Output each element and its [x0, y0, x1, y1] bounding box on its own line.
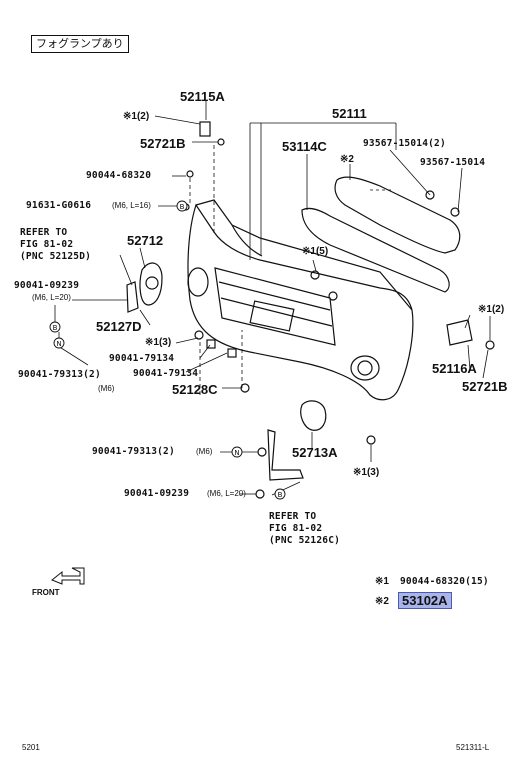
- fog-cover-right: [300, 400, 327, 431]
- legend-m2-value[interactable]: 53102A: [398, 592, 452, 609]
- part-90041-79313-size: (M6): [98, 384, 115, 393]
- part-90041-79134-a: 90041-79134: [109, 353, 175, 364]
- marker-1-3-bottom: ※1(3): [353, 467, 380, 478]
- marker-2-top: ※2: [340, 154, 354, 165]
- part-93567-15014-2: 93567-15014(2): [363, 138, 446, 149]
- svg-text:B: B: [53, 324, 58, 332]
- lower-grille: [301, 207, 450, 293]
- svg-text:B: B: [180, 203, 185, 211]
- part-90041-79313-2: 90041-79313(2): [18, 369, 101, 380]
- part-52721B-top: 52721B: [140, 136, 186, 151]
- part-90041-79134-b: 90041-79134: [133, 368, 199, 379]
- part-90041-79313-2-lower: 90041-79313(2): [92, 446, 175, 457]
- footer-right: 521311-L: [456, 743, 490, 752]
- legend-m1-key: ※1: [375, 576, 389, 587]
- marker-1-5: ※1(5): [302, 246, 329, 257]
- part-53114C: 53114C: [282, 139, 327, 154]
- part-52721B-right: 52721B: [462, 379, 508, 394]
- marker-1-2-right: ※1(2): [478, 304, 505, 315]
- part-52116A: 52116A: [432, 361, 477, 376]
- marker-1-3-left: ※1(3): [145, 337, 172, 348]
- part-91631-size: (M6, L=16): [112, 201, 151, 210]
- part-90041-09239: 90041-09239: [14, 280, 80, 291]
- part-91631-G0616: 91631-G0616: [26, 200, 92, 211]
- footer-left: 5201: [22, 743, 40, 752]
- ref1-line2: FIG 81-02: [20, 239, 74, 250]
- svg-text:N: N: [234, 449, 239, 457]
- part-52713A: 52713A: [292, 445, 338, 460]
- front-label: FRONT: [32, 588, 60, 597]
- part-52115A: 52115A: [180, 89, 225, 104]
- svg-text:N: N: [56, 340, 61, 348]
- part-52127D: 52127D: [96, 319, 142, 334]
- ref1-line1: REFER TO: [20, 227, 68, 238]
- part-52712: 52712: [127, 233, 164, 248]
- bumper-cover: [187, 203, 414, 401]
- part-90041-09239-2: 90041-09239: [124, 488, 190, 499]
- part-52111: 52111: [332, 106, 367, 121]
- ref2-line2: FIG 81-02: [269, 523, 323, 534]
- front-arrow-icon: [51, 567, 85, 585]
- ref2-line3: (PNC 52126C): [269, 535, 341, 546]
- svg-text:B: B: [278, 491, 283, 499]
- part-52128C: 52128C: [172, 382, 218, 397]
- legend-m1-value: 90044-68320(15): [400, 576, 489, 587]
- part-90041-79313-lower-size: (M6): [196, 447, 213, 456]
- header-note: フォグランプあり: [31, 35, 129, 54]
- fog-cover-left: [139, 262, 163, 306]
- ref1-line3: (PNC 52125D): [20, 251, 92, 262]
- legend-m2-key: ※2: [375, 596, 389, 607]
- part-90044-68320: 90044-68320: [86, 170, 152, 181]
- marker-1-2-top: ※1(2): [123, 111, 150, 122]
- ref2-line1: REFER TO: [269, 511, 317, 522]
- part-90041-09239-size: (M6, L=20): [32, 293, 71, 302]
- upper-grille: [334, 176, 461, 254]
- part-90041-09239-2-size: (M6, L=20): [207, 489, 246, 498]
- part-93567-15014: 93567-15014: [420, 157, 486, 168]
